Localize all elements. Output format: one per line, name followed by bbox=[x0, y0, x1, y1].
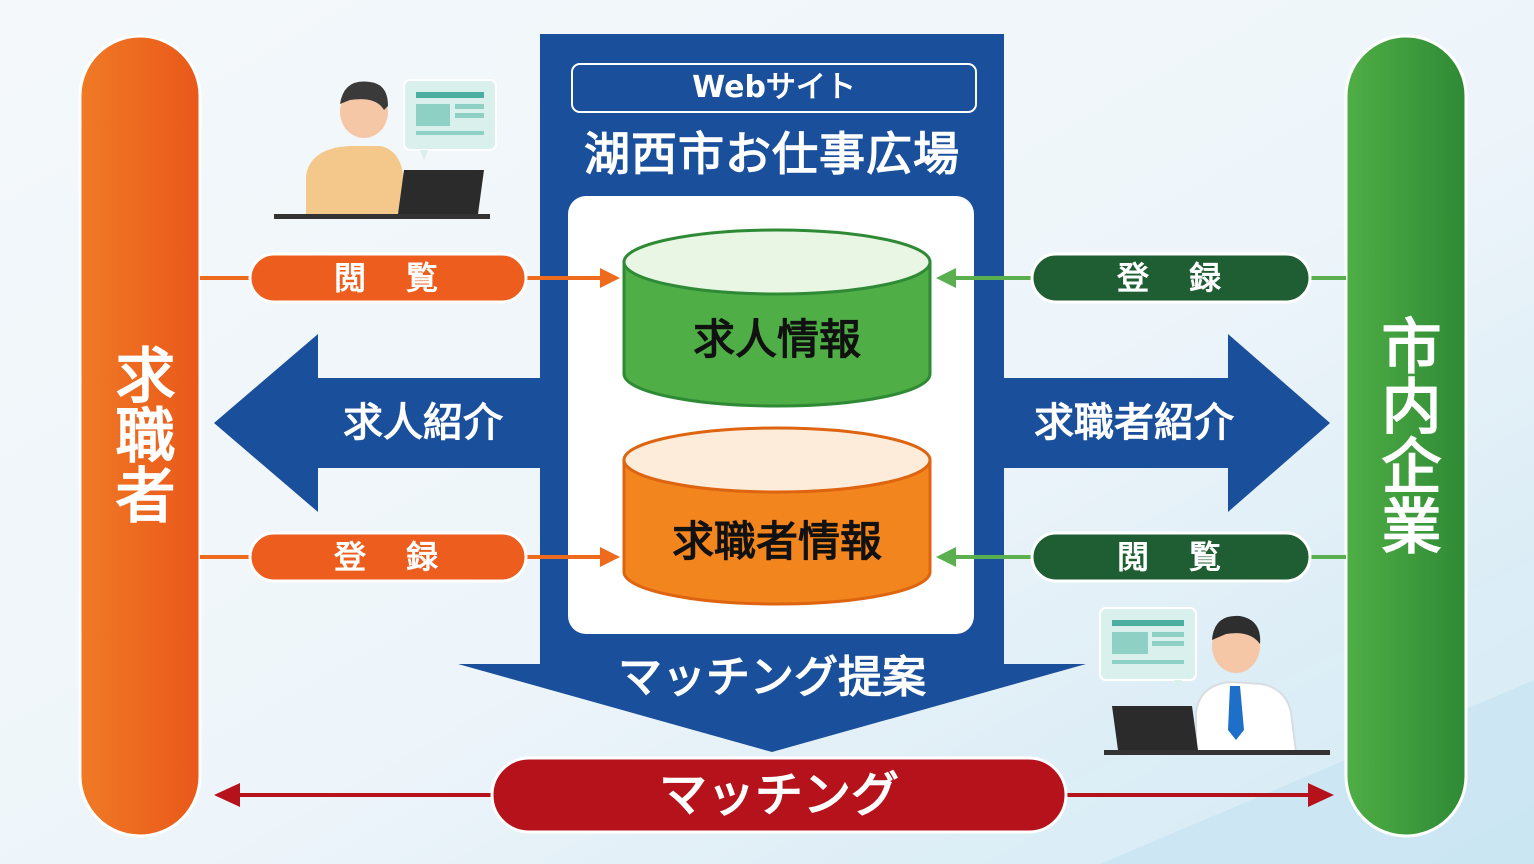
seekers-database-label: 求職者情報 bbox=[671, 517, 882, 566]
left-top-action: 閲 覧 bbox=[333, 259, 442, 297]
right-top-pill bbox=[1030, 252, 1312, 304]
left-bottom-action: 登 録 bbox=[333, 538, 442, 576]
job-seeker-pillar bbox=[78, 34, 202, 838]
right-connectors bbox=[936, 268, 1346, 567]
job-seeker-person-icon bbox=[274, 79, 497, 219]
website-title: 湖西市お仕事広場 bbox=[584, 127, 960, 181]
seekers-database-icon bbox=[622, 426, 932, 606]
website-tag-box bbox=[571, 63, 977, 113]
jobs-database-icon bbox=[622, 228, 932, 408]
matching-proposal-label: マッチング提案 bbox=[618, 652, 926, 703]
matching-connector bbox=[214, 783, 1334, 807]
left-connectors bbox=[200, 268, 620, 567]
left-top-pill bbox=[248, 252, 528, 304]
company-person-icon bbox=[1099, 607, 1330, 755]
matching-label: マッチング bbox=[658, 767, 899, 823]
website-tag: Webサイト bbox=[692, 70, 856, 105]
right-bottom-pill bbox=[1030, 531, 1312, 583]
seeker-introduction-label: 求職者紹介 bbox=[1034, 400, 1234, 446]
company-pillar bbox=[1344, 34, 1468, 838]
left-arrow-job-intro bbox=[214, 334, 540, 512]
job-introduction-label: 求人紹介 bbox=[343, 400, 503, 446]
company-label: 市内企業 bbox=[1371, 315, 1441, 555]
left-bottom-pill bbox=[248, 531, 528, 583]
right-arrow-seeker-intro bbox=[1004, 334, 1330, 512]
right-bottom-action: 閲 覧 bbox=[1116, 538, 1225, 576]
matching-pill bbox=[490, 756, 1068, 834]
job-seeker-label: 求職者 bbox=[105, 344, 175, 524]
jobs-database-label: 求人情報 bbox=[692, 315, 861, 364]
right-top-action: 登 録 bbox=[1116, 259, 1225, 297]
